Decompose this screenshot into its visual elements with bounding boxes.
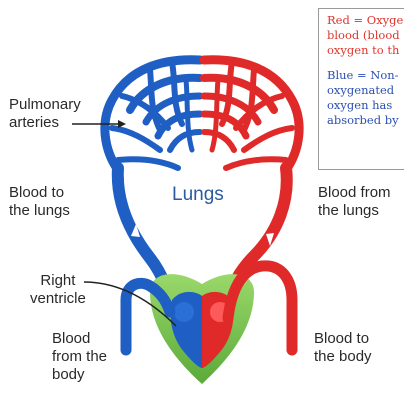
label-blood-from-lungs: Blood from the lungs	[318, 184, 391, 219]
label-pulmonary-arteries: Pulmonary arteries	[9, 96, 81, 131]
lung-network-oxygenated	[199, 55, 304, 175]
legend-blue-text: Blue = Non- oxygenated oxygen has absorb…	[327, 68, 399, 127]
label-blood-to-lungs: Blood to the lungs	[9, 184, 70, 219]
label-blood-from-body: Blood from the body	[52, 330, 108, 383]
aorta-vessel	[222, 260, 298, 356]
legend-red-text: Red = Oxyge blood (blood oxygen to th	[327, 13, 404, 57]
lung-network-deoxygenated	[100, 55, 205, 175]
right-atrium	[174, 302, 194, 322]
arrow-down-right-icon	[266, 233, 274, 246]
label-right-ventricle: Right ventricle	[30, 272, 86, 307]
arrow-up-left-icon	[131, 224, 140, 237]
vena-cava-vessel	[120, 277, 176, 356]
label-lungs: Lungs	[172, 184, 224, 205]
label-blood-to-body: Blood to the body	[314, 330, 372, 365]
right-ventricle-pointer	[83, 281, 177, 327]
color-legend: Red = Oxyge blood (blood oxygen to th Bl…	[318, 8, 404, 170]
pulmonary-arteries-arrowhead-icon	[118, 120, 126, 128]
